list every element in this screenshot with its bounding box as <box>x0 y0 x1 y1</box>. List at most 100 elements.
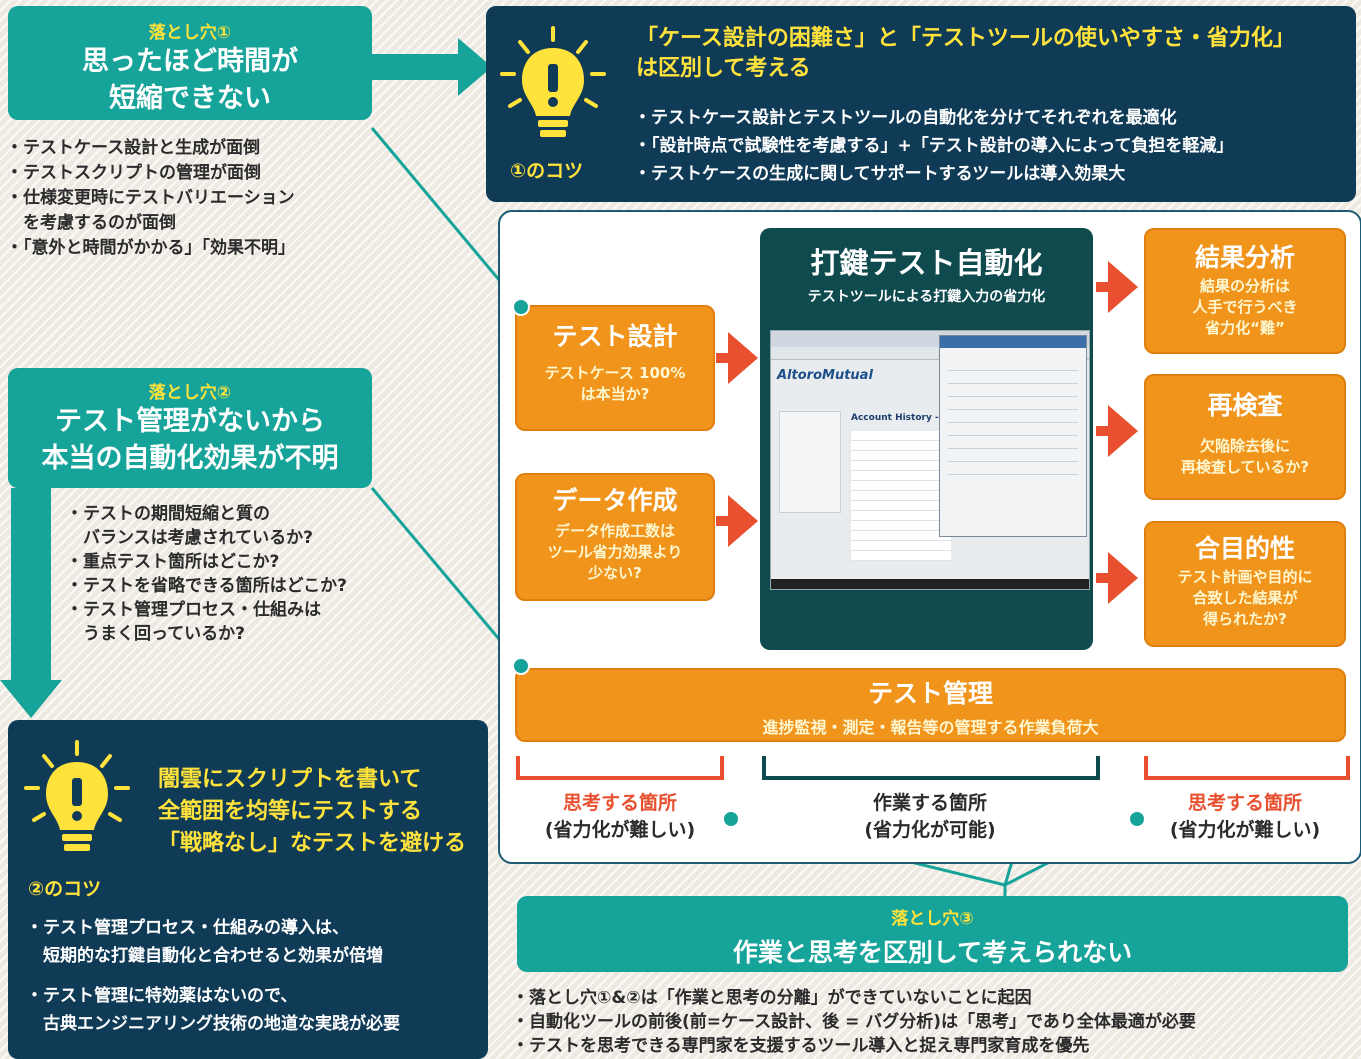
screen-statusbar <box>771 579 1089 589</box>
thinking-label-right: 思考する箇所 (省力化が難しい) <box>1140 788 1350 842</box>
thinking-bracket-left <box>516 756 724 780</box>
tip-2-bullet-line: ・テスト管理に特効薬はないので、 <box>26 986 298 1006</box>
test-design-sub: テストケース 100% は本当か? <box>515 363 715 405</box>
result-analysis-title: 結果分析 <box>1194 243 1295 272</box>
fitness-sub-line: 合致した結果が <box>1192 589 1298 607</box>
data-creation-sub: データ作成工数は ツール省力効果より 少ない? <box>515 521 715 584</box>
test-design-title: テスト設計 <box>552 322 678 351</box>
tip-2-bullet-line: 短期的な打鍵自動化と合わせると効果が倍増 <box>26 946 383 966</box>
pitfall-2-bullet: ・テストの期間短縮と質の <box>66 504 270 524</box>
tip-1-bullet: ・「設計時点で試験性を考慮する」+「テスト設計の導入によって負担を軽減」 <box>634 136 1234 156</box>
arrow-stem <box>1096 282 1110 292</box>
screen-sidebar <box>779 411 841 513</box>
tip-1-bullets: ・テストケース設計とテストツールの自動化を分けてそれぞれを最適化 ・「設計時点で… <box>634 104 1233 188</box>
pitfall-1-bullets: ・テストケース設計と生成が面倒 ・テストスクリプトの管理が面倒 ・仕様変更時にテ… <box>6 136 295 261</box>
data-creation-sub-line: 少ない? <box>588 564 642 582</box>
arrow-right-icon <box>728 332 758 384</box>
result-analysis-box: 結果分析 結果の分析は 人手で行うべき 省力化“難” <box>1144 228 1346 354</box>
thinking-label-right-title: 思考する箇所 <box>1187 792 1302 814</box>
thinking-label-left-sub: (省力化が難しい) <box>544 819 696 841</box>
arrow-right-icon <box>1108 405 1138 457</box>
recheck-box: 再検査 欠陥除去後に 再検査しているか? <box>1144 374 1346 500</box>
pitfall-1-bullet: ・テストケース設計と生成が面倒 <box>6 138 261 158</box>
thinking-label-right-sub: (省力化が難しい) <box>1169 819 1321 841</box>
keystroke-automation-title: 打鍵テスト自動化 <box>810 246 1043 280</box>
pitfall-3-bullets: ・落とし穴①&②は「作業と思考の分離」ができていないことに起因 ・自動化ツールの… <box>512 986 1196 1058</box>
result-analysis-sub-line: 省力化“難” <box>1205 319 1285 337</box>
tip-2-bullet: ・テスト管理に特効薬はないので、 古典エンジニアリング技術の地道な実践が必要 <box>26 982 400 1038</box>
work-label-center: 作業する箇所 (省力化が可能) <box>800 788 1060 842</box>
result-analysis-sub: 結果の分析は 人手で行うべき 省力化“難” <box>1144 276 1346 339</box>
data-creation-title: データ作成 <box>552 486 678 515</box>
tip-2-title-line3: 「戦略なし」なテストを避ける <box>158 831 467 856</box>
pitfall-1-bullet: を考慮するのが面倒 <box>6 213 176 233</box>
tip-2-bullet: ・テスト管理プロセス・仕組みの導入は、 短期的な打鍵自動化と合わせると効果が倍増 <box>26 914 400 970</box>
pitfall-2-title-line1: テスト管理がないから <box>55 406 325 437</box>
lightbulb-icon <box>500 26 606 137</box>
pitfall-3-title: 作業と思考を区別して考えられない <box>732 938 1133 967</box>
test-design-sub-line: テストケース 100% <box>544 364 686 382</box>
data-creation-sub-line: ツール省力効果より <box>547 543 683 561</box>
pitfall-1-bullet: ・テストスクリプトの管理が面倒 <box>6 163 261 183</box>
keystroke-automation-box: 打鍵テスト自動化 テストツールによる打鍵入力の省力化 AltoroMutual … <box>760 228 1093 650</box>
tip-2-bullet-line: ・テスト管理プロセス・仕組みの導入は、 <box>26 918 349 938</box>
work-label-center-sub: (省力化が可能) <box>864 819 996 841</box>
thinking-label-left: 思考する箇所 (省力化が難しい) <box>516 788 724 842</box>
tip-1-label: ①のコツ <box>510 160 584 182</box>
lightbulb-icon <box>24 740 130 851</box>
recheck-sub: 欠陥除去後に 再検査しているか? <box>1144 436 1346 478</box>
tool-screenshot: AltoroMutual Account History - 100 <box>770 330 1090 590</box>
fitness-title: 合目的性 <box>1194 534 1295 563</box>
thinking-bracket-right <box>1144 756 1350 780</box>
pitfall-3-label: 落とし穴③ <box>891 909 974 929</box>
arrow-stem <box>1096 426 1110 436</box>
pitfall-1-bullet: ・仕様変更時にテストバリエーション <box>6 188 295 208</box>
screen-heading: Account History - 100 <box>851 413 961 423</box>
pitfall-2-bullet: ・重点テスト箇所はどこか? <box>66 552 280 572</box>
arrow-stem <box>716 516 730 526</box>
connector-dot <box>722 810 740 828</box>
fitness-sub: テスト計画や目的に 合致した結果が 得られたか? <box>1144 567 1346 630</box>
pitfall-2-bullet: ・テストを省略できる箇所はどこか? <box>66 576 348 596</box>
tip-1-title-line1: 「ケース設計の困難さ」と「テストツールの使いやすさ・省力化」 <box>636 26 1295 51</box>
thinking-label-left-title: 思考する箇所 <box>562 792 677 814</box>
connector-dot <box>512 298 530 316</box>
pitfall-3-box: 落とし穴③ 作業と思考を区別して考えられない <box>517 896 1348 972</box>
tip-2-box: 闇雲にスクリプトを書いて 全範囲を均等にテストする 「戦略なし」なテストを避ける… <box>8 720 488 1059</box>
tip-2-bullets: ・テスト管理プロセス・仕組みの導入は、 短期的な打鍵自動化と合わせると効果が倍増… <box>26 914 400 1038</box>
pitfall-1-title-line1: 思ったほど時間が <box>82 46 298 77</box>
pitfall-2-title-line2: 本当の自動化効果が不明 <box>41 443 339 474</box>
test-design-sub-line: は本当か? <box>580 385 650 403</box>
arrow-right-icon <box>1108 261 1138 313</box>
fitness-sub-line: 得られたか? <box>1203 610 1287 628</box>
pitfall-1-bullet: ・「意外と時間がかかる」「効果不明」 <box>6 238 295 258</box>
screen-dialog-titlebar <box>940 336 1086 348</box>
fitness-box: 合目的性 テスト計画や目的に 合致した結果が 得られたか? <box>1144 521 1346 647</box>
connector-dot <box>1128 810 1146 828</box>
pitfall-2-bullet: うまく回っているか? <box>66 624 246 644</box>
test-design-box: テスト設計 テストケース 100% は本当か? <box>515 305 715 431</box>
pitfall-2-box: 落とし穴② テスト管理がないから 本当の自動化効果が不明 <box>8 368 372 488</box>
result-analysis-sub-line: 結果の分析は <box>1199 277 1290 295</box>
tip-2-label: ②のコツ <box>28 878 102 900</box>
pitfall-2-bullet: ・テスト管理プロセス・仕組みは <box>66 600 321 620</box>
tip-2-bullet-line: 古典エンジニアリング技術の地道な実践が必要 <box>26 1014 400 1034</box>
arrow-right-icon <box>1108 552 1138 604</box>
test-management-sub: 進捗監視・測定・報告等の管理する作業負荷大 <box>762 718 1099 737</box>
pitfall-3-bullet: ・落とし穴①&②は「作業と思考の分離」ができていないことに起因 <box>512 988 1032 1008</box>
pitfall-2-bullet: バランスは考慮されているか? <box>66 528 314 548</box>
test-management-box: テスト管理 進捗監視・測定・報告等の管理する作業負荷大 <box>515 668 1346 742</box>
recheck-sub-line: 再検査しているか? <box>1180 458 1310 476</box>
pitfall-3-bullet: ・自動化ツールの前後(前=ケース設計、後 = バグ分析)は「思考」であり全体最適… <box>512 1012 1196 1032</box>
screen-dialog <box>939 335 1087 537</box>
recheck-sub-line: 欠陥除去後に <box>1199 437 1290 455</box>
tip-1-bullet: ・テストケースの生成に関してサポートするツールは導入効果大 <box>634 164 1126 184</box>
result-analysis-sub-line: 人手で行うべき <box>1192 298 1298 316</box>
pitfall-1-label: 落とし穴① <box>148 23 232 43</box>
arrow-stem <box>1096 573 1110 583</box>
screen-logo: AltoroMutual <box>777 368 873 383</box>
tip-2-title: 闇雲にスクリプトを書いて 全範囲を均等にテストする 「戦略なし」なテストを避ける <box>158 764 466 860</box>
tip-1-title: 「ケース設計の困難さ」と「テストツールの使いやすさ・省力化」 は区別して考える <box>636 24 1295 84</box>
keystroke-automation-sub: テストツールによる打鍵入力の省力化 <box>807 289 1046 305</box>
pitfall-1-title-line2: 短縮できない <box>109 83 271 114</box>
